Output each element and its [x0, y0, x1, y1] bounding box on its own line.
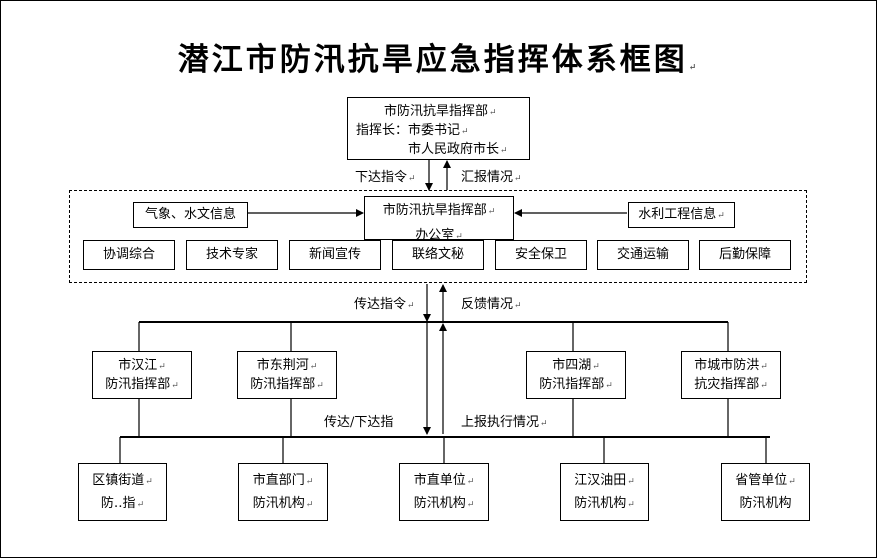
district-urban-flood: 市城市防洪↵ 抗灾指挥部↵ — [681, 351, 781, 399]
group-liaison-secretariat: 联络文秘 — [392, 240, 484, 270]
diagram-title: 潜江市防汛抗旱应急指挥体系框图↵ — [177, 42, 700, 78]
group-news-publicity: 新闻宣传 — [289, 240, 381, 270]
hq-deputy: 市人民政府市长↵ — [408, 142, 508, 157]
hq-commander: 指挥长：市委书记↵ — [356, 123, 469, 138]
weather-info-box: 气象、水文信息 — [133, 202, 248, 228]
group-logistics: 后勤保障 — [699, 240, 791, 270]
label-issue-orders: 下达指令↵ — [355, 170, 416, 185]
district-sihu: 市四湖↵ 防汛指挥部↵ — [526, 351, 626, 399]
office-box: 市防汛抗旱指挥部↵ 办公室↵ — [364, 196, 514, 243]
hq-box: 市防汛抗旱指挥部↵ 指挥长：市委书记↵ 市人民政府市长↵ — [347, 97, 530, 160]
district-dongjinghe: 市东荆河↵ 防汛指挥部↵ — [237, 351, 337, 399]
unit-township-streets: 区镇街道↵ 防‥指↵ — [78, 463, 167, 521]
unit-jianghan-oilfield: 江汉油田↵ 防汛机构↵ — [560, 463, 649, 521]
office-group — [69, 190, 807, 283]
unit-city-departments: 市直部门↵ 防汛机构↵ — [238, 463, 328, 521]
label-feedback: 反馈情况↵ — [461, 297, 522, 312]
unit-city-units: 市直单位↵ 防汛机构↵ — [399, 463, 489, 521]
group-security: 安全保卫 — [495, 240, 587, 270]
label-report-status: 汇报情况↵ — [461, 170, 522, 185]
district-hanjiang: 市汉江↵ 防汛指挥部↵ — [92, 351, 192, 399]
label-relay-issue: 传达/下达指 — [324, 415, 394, 430]
label-report-execution: 上报执行情况↵ — [461, 415, 548, 430]
hq-name: 市防汛抗旱指挥部↵ — [384, 104, 497, 119]
group-coordination: 协调综合 — [83, 240, 175, 270]
unit-provincial-units: 省管单位↵ 防汛机构 — [721, 463, 810, 521]
group-technical-experts: 技术专家 — [186, 240, 278, 270]
group-transport: 交通运输 — [597, 240, 689, 270]
water-info-box: 水利工程信息↵ — [628, 202, 735, 228]
label-relay-orders: 传达指令↵ — [354, 297, 415, 312]
